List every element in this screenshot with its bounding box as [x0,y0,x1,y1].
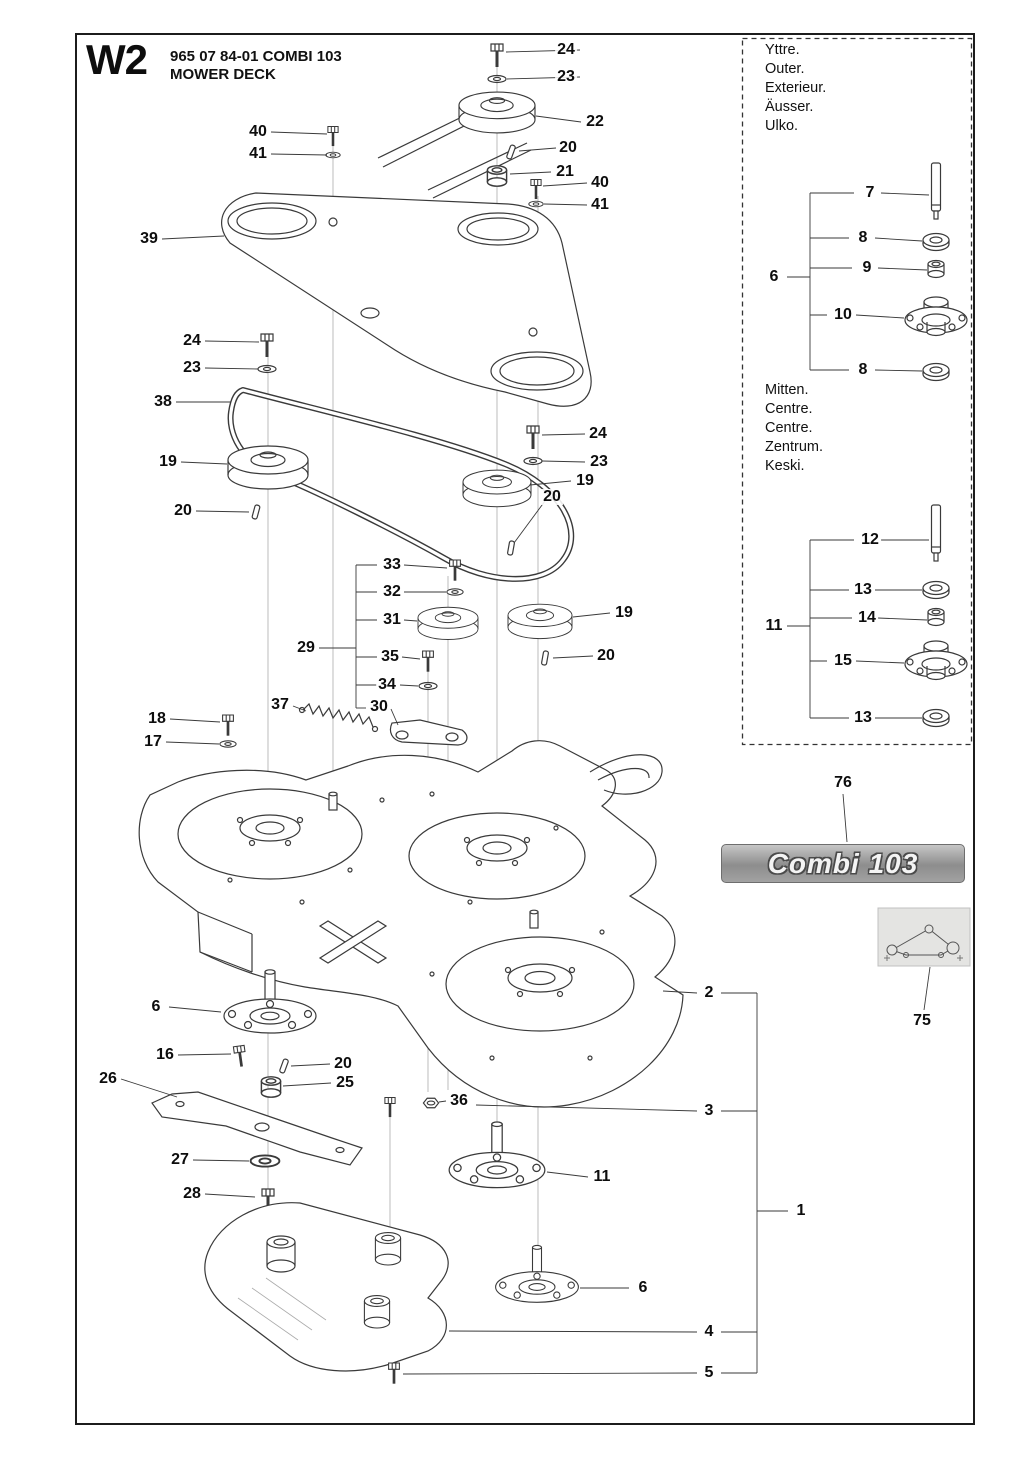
part-callout-5: 5 [702,1364,716,1381]
part-callout-12: 12 [859,531,881,548]
part-callout-1: 1 [794,1202,808,1219]
part-callout-8: 8 [856,229,870,246]
header-subtitle: 965 07 84-01 COMBI 103 MOWER DECK [170,48,342,84]
legend-centre-line-en: Centre. [765,401,813,417]
part-callout-37: 37 [269,696,291,713]
part-callout-16: 16 [154,1046,176,1063]
part-callout-10: 10 [832,306,854,323]
part-callout-2: 2 [702,984,716,1001]
part-callout-32: 32 [381,583,403,600]
part-callout-21: 21 [554,163,576,180]
nut-36-and-stud [383,1096,440,1119]
part-callout-7: 7 [863,184,877,201]
leader-lines [120,49,931,1375]
part-callout-4: 4 [702,1323,716,1340]
part-callout-9: 9 [860,259,874,276]
part-callout-26: 26 [97,1070,119,1087]
spindle-assembly-rear-6 [495,1244,579,1303]
part-callout-39: 39 [138,230,160,247]
part-callout-11: 11 [591,1168,613,1185]
part-callout-23: 23 [588,453,610,470]
part-callout-30: 30 [368,698,390,715]
legend-centre-line-sv: Mitten. [765,382,809,398]
part-callout-6: 6 [767,268,781,285]
part-callout-75: 75 [911,1012,933,1029]
legend-centre-line-de: Zentrum. [765,439,824,455]
part-callout-24: 24 [181,332,203,349]
part-callout-23: 23 [555,68,577,85]
bottom-guard-plate [204,1202,449,1386]
legend-outer-line-fr: Exterieur. [765,80,827,96]
part-callout-35: 35 [379,648,401,665]
legend-outer: Yttre. Outer. Exterieur. Äusser. Ulko. [765,41,826,136]
legend-centre-line-fr: Centre. [765,420,813,436]
part-callout-28: 28 [181,1185,203,1202]
reference-centre-spindle-parts [904,504,968,728]
part-callout-19: 19 [574,472,596,489]
legend-centre: Mitten. Centre. Centre. Zentrum. Keski. [765,381,823,476]
legend-outer-line-sv: Yttre. [765,42,800,58]
part-callout-38: 38 [152,393,174,410]
reference-outer-spindle-parts [904,162,968,382]
part-callout-20: 20 [332,1055,354,1072]
part-callout-14: 14 [856,609,878,626]
part-callout-3: 3 [702,1102,716,1119]
part-callout-25: 25 [334,1074,356,1091]
spring-37-idler-arm-30 [298,702,468,746]
part-callout-40: 40 [589,174,611,191]
mower-deck-body [138,740,684,1108]
part-callout-22: 22 [584,113,606,130]
part-callout-19: 19 [613,604,635,621]
part-callout-13: 13 [852,581,874,598]
part-callout-40: 40 [247,123,269,140]
fasteners-18-17 [219,713,237,748]
part-callout-36: 36 [448,1092,470,1109]
part-callout-13: 13 [852,709,874,726]
part-callout-29: 29 [295,639,317,656]
blade-26-washer-27-bolt-28 [151,1091,363,1214]
part-callout-19: 19 [157,453,179,470]
part-callout-31: 31 [381,611,403,628]
part-callout-8: 8 [856,361,870,378]
part-callout-23: 23 [181,359,203,376]
part-callout-15: 15 [832,652,854,669]
belt-straps [377,111,532,199]
part-callout-20: 20 [557,139,579,156]
part-callout-11: 11 [763,617,785,634]
legend-centre-line-fi: Keski. [765,458,805,474]
deck-thumbnail-75 [877,907,971,967]
part-callout-20: 20 [541,488,563,505]
part-callout-20: 20 [172,502,194,519]
legend-outer-line-de: Äusser. [765,99,814,115]
part-callout-24: 24 [587,425,609,442]
spindle-assembly-center-11 [448,1121,546,1189]
legend-outer-line-fi: Ulko. [765,118,799,134]
part-callout-24: 24 [555,41,577,58]
part-callout-76: 76 [832,774,854,791]
part-callout-27: 27 [169,1151,191,1168]
section-code: W2 [86,36,148,83]
spindle-assembly-left-6 [223,969,317,1098]
part-number: 965 07 84-01 COMBI 103 [170,48,342,65]
part-callout-20: 20 [595,647,617,664]
part-callout-6: 6 [636,1279,650,1296]
combi-103-badge: Combi 103 [721,844,965,883]
part-callout-17: 17 [142,733,164,750]
legend-outer-line-en: Outer. [765,61,805,77]
part-callout-6: 6 [149,998,163,1015]
part-callout-33: 33 [381,556,403,573]
part-callout-41: 41 [247,145,269,162]
part-callout-34: 34 [376,676,398,693]
drive-belt-38 [227,387,575,582]
diagram-title: MOWER DECK [170,66,276,83]
reference-panel-border [741,37,973,746]
part-callout-18: 18 [146,710,168,727]
part-callout-41: 41 [589,196,611,213]
belt-guard-39 [221,192,592,407]
combi-103-badge-label: Combi 103 [767,847,919,879]
